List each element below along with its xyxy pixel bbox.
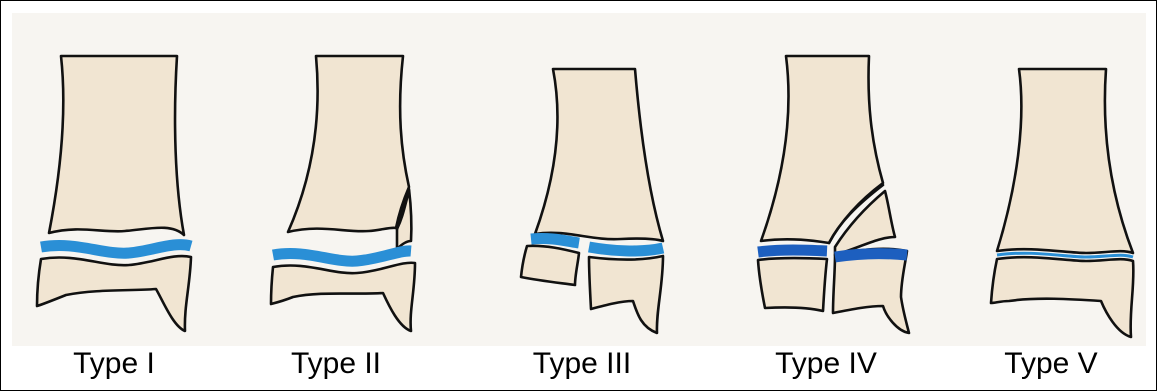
panel-type-1 <box>37 56 191 331</box>
label-type-4: Type IV <box>726 341 926 387</box>
growth-plate-type-2 <box>273 251 411 261</box>
panel-type-4 <box>758 56 909 333</box>
panel-type-3 <box>521 69 663 333</box>
epiphysis-fragment-left-type-3 <box>521 246 579 285</box>
panel-type-2 <box>271 56 415 331</box>
epiphysis-type-2 <box>271 263 415 331</box>
growth-plate-left-type-3 <box>531 238 579 243</box>
growth-plate-left-type-4 <box>758 250 827 252</box>
growth-plate-type-1 <box>41 245 191 254</box>
label-type-1: Type I <box>14 341 214 387</box>
epiphysis-type-5 <box>991 257 1133 337</box>
epiphysis-type-1 <box>37 256 191 331</box>
epiphysis-fragment-right-type-3 <box>589 256 663 333</box>
label-type-5: Type V <box>951 341 1151 387</box>
label-type-3: Type III <box>482 341 682 387</box>
growth-plate-right-type-3 <box>589 247 663 251</box>
metaphysis-type-1 <box>49 56 184 235</box>
epiphyseal-fragment-right-type-4 <box>833 249 909 333</box>
metaphysis-type-2 <box>288 56 409 232</box>
epiphyseal-fragment-left-type-4 <box>758 258 827 311</box>
panel-type-5 <box>991 69 1133 337</box>
label-type-2: Type II <box>236 341 436 387</box>
growth-plate-right-type-4 <box>835 254 907 257</box>
metaphysis-type-5 <box>997 69 1133 253</box>
metaphysis-type-3 <box>535 69 663 241</box>
